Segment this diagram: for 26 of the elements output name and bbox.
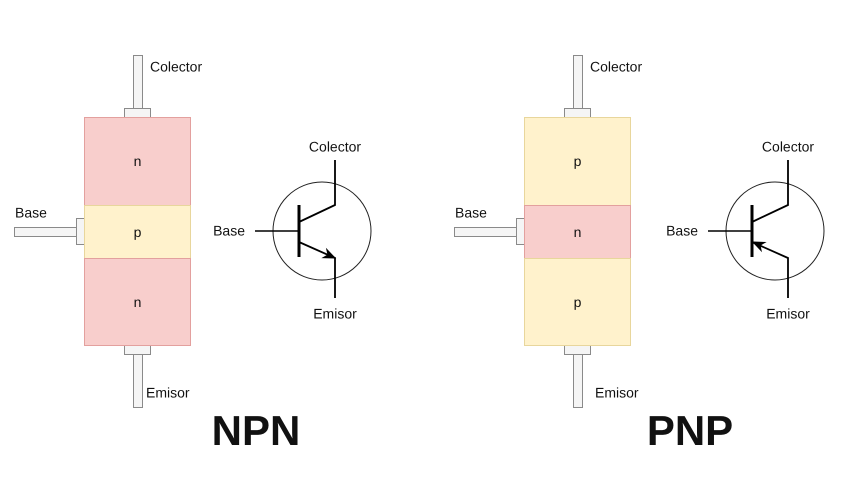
terminal-label: Base xyxy=(455,204,487,222)
doping-type-label: p xyxy=(134,224,142,240)
transistor-type-heading: NPN xyxy=(212,410,300,452)
transistor-type-heading: PNP xyxy=(646,410,734,452)
p-type-layer xyxy=(524,117,631,206)
terminal-label: Colector xyxy=(762,138,814,156)
n-type-layer xyxy=(84,117,191,206)
terminal-label: Emisor xyxy=(146,384,190,402)
doping-type-label: n xyxy=(574,224,582,240)
terminal-label: Base xyxy=(213,222,245,240)
terminal-label: Base xyxy=(15,204,47,222)
doping-type-label: p xyxy=(574,153,582,170)
terminal-label: Colector xyxy=(590,58,642,76)
terminal-label: Emisor xyxy=(766,306,810,322)
p-type-layer xyxy=(84,205,191,259)
doping-type-label: p xyxy=(574,294,582,310)
terminal-label: Colector xyxy=(150,58,202,76)
p-type-layer xyxy=(524,258,631,346)
terminal-label: Base xyxy=(666,222,698,240)
doping-type-label: n xyxy=(134,153,142,170)
n-type-layer xyxy=(84,258,191,346)
terminal-label: Colector xyxy=(308,138,362,156)
terminal-label: Emisor xyxy=(595,384,639,402)
terminal-label: Emisor xyxy=(313,306,357,322)
n-type-layer xyxy=(524,205,631,259)
doping-type-label: n xyxy=(134,294,142,310)
